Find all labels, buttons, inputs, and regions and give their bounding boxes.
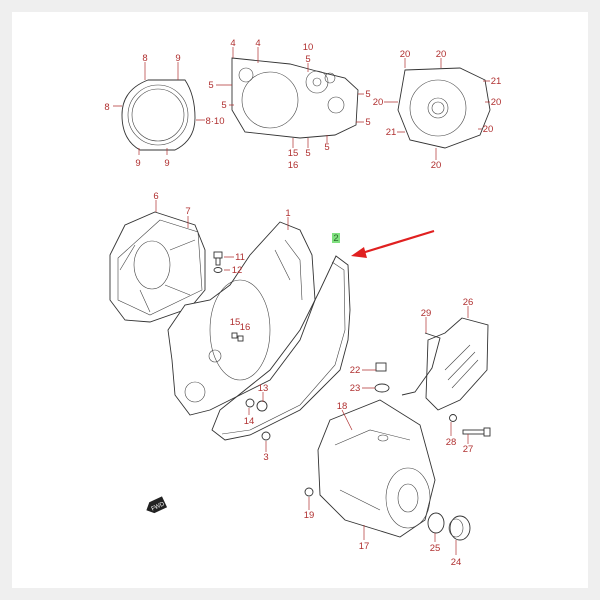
label-5[interactable]: 5 <box>324 142 329 153</box>
fwd-label: FWD <box>151 501 167 512</box>
bolt-27 <box>462 427 491 437</box>
label-9[interactable]: 9 <box>135 158 140 169</box>
label-9[interactable]: 9 <box>164 158 169 169</box>
label-4[interactable]: 4 <box>230 38 235 49</box>
label-2-highlight <box>332 233 340 243</box>
label-3[interactable]: 3 <box>263 452 268 463</box>
label-11[interactable]: 11 <box>235 252 245 263</box>
label-21[interactable]: 21 <box>491 76 502 87</box>
label-22[interactable]: 22 <box>350 365 361 376</box>
pointer-arrow <box>351 229 435 258</box>
guide-29 <box>401 332 441 396</box>
label-8-10[interactable]: 8·10 <box>205 116 224 127</box>
label-20[interactable]: 20 <box>431 160 442 171</box>
label-7[interactable]: 7 <box>185 206 190 217</box>
label-5[interactable]: 5 <box>208 80 213 91</box>
label-25[interactable]: 25 <box>430 543 441 554</box>
label-20[interactable]: 20 <box>400 49 411 60</box>
label-14[interactable]: 14 <box>244 416 255 427</box>
label-10[interactable]: 10 <box>303 42 314 53</box>
label-19[interactable]: 19 <box>304 510 315 521</box>
magneto-cover-17 <box>317 399 436 538</box>
crankcase-cover-1 <box>167 221 316 416</box>
label-28[interactable]: 28 <box>446 437 457 448</box>
label-5[interactable]: 5 <box>305 148 310 159</box>
label-5[interactable]: 5 <box>305 54 310 65</box>
label-20[interactable]: 20 <box>483 124 494 135</box>
magneto-cover-top <box>397 67 491 149</box>
label-20[interactable]: 20 <box>436 49 447 60</box>
dowel-3 <box>261 431 271 441</box>
leader-lines <box>113 47 490 555</box>
label-18[interactable]: 18 <box>337 401 348 412</box>
sprocket-cover-26 <box>425 317 489 411</box>
bolt-15 <box>231 332 244 342</box>
label-5[interactable]: 5 <box>365 89 370 100</box>
label-4[interactable]: 4 <box>255 38 260 49</box>
label-20[interactable]: 20 <box>491 97 502 108</box>
label-2[interactable]: 2 <box>333 233 338 244</box>
label-15[interactable]: 15 <box>230 317 241 328</box>
crankcase-cover-top <box>231 57 359 139</box>
label-8[interactable]: 8 <box>104 102 109 113</box>
gasket-2 <box>211 255 351 441</box>
plug-22 <box>375 362 387 372</box>
label-21[interactable]: 21 <box>386 127 397 138</box>
label-16[interactable]: 16 <box>288 160 299 171</box>
label-5[interactable]: 5 <box>365 117 370 128</box>
label-16[interactable]: 16 <box>240 322 251 333</box>
label-9[interactable]: 9 <box>175 53 180 64</box>
label-29[interactable]: 29 <box>421 308 432 319</box>
clutch-cover-6-7 <box>109 211 206 323</box>
washer-14 <box>245 398 255 408</box>
label-6[interactable]: 6 <box>153 191 158 202</box>
bolt-11 <box>213 251 223 266</box>
clutch-cover-outer <box>121 79 196 151</box>
label-26[interactable]: 26 <box>463 297 474 308</box>
washer-28 <box>449 414 457 422</box>
label-17[interactable]: 17 <box>359 541 370 552</box>
label-20[interactable]: 20 <box>373 97 384 108</box>
label-8[interactable]: 8 <box>142 53 147 64</box>
oring-23 <box>374 383 390 393</box>
label-13[interactable]: 13 <box>258 383 269 394</box>
label-5[interactable]: 5 <box>221 100 226 111</box>
label-15[interactable]: 15 <box>288 148 299 159</box>
oring-25 <box>427 512 445 534</box>
part-labels: 8 9 8 8·10 9 9 4 4 10 5 5 5 5 5 5 5 15 1… <box>104 38 501 568</box>
fwd-arrow-icon: FWD <box>146 496 168 514</box>
plug-13 <box>256 400 268 412</box>
label-1[interactable]: 1 <box>285 208 290 219</box>
label-27[interactable]: 27 <box>463 444 474 455</box>
dowel-19 <box>304 487 314 497</box>
label-12[interactable]: 12 <box>232 265 243 276</box>
label-23[interactable]: 23 <box>350 383 361 394</box>
cap-24 <box>448 515 471 541</box>
washer-12 <box>213 267 223 273</box>
label-24[interactable]: 24 <box>451 557 462 568</box>
